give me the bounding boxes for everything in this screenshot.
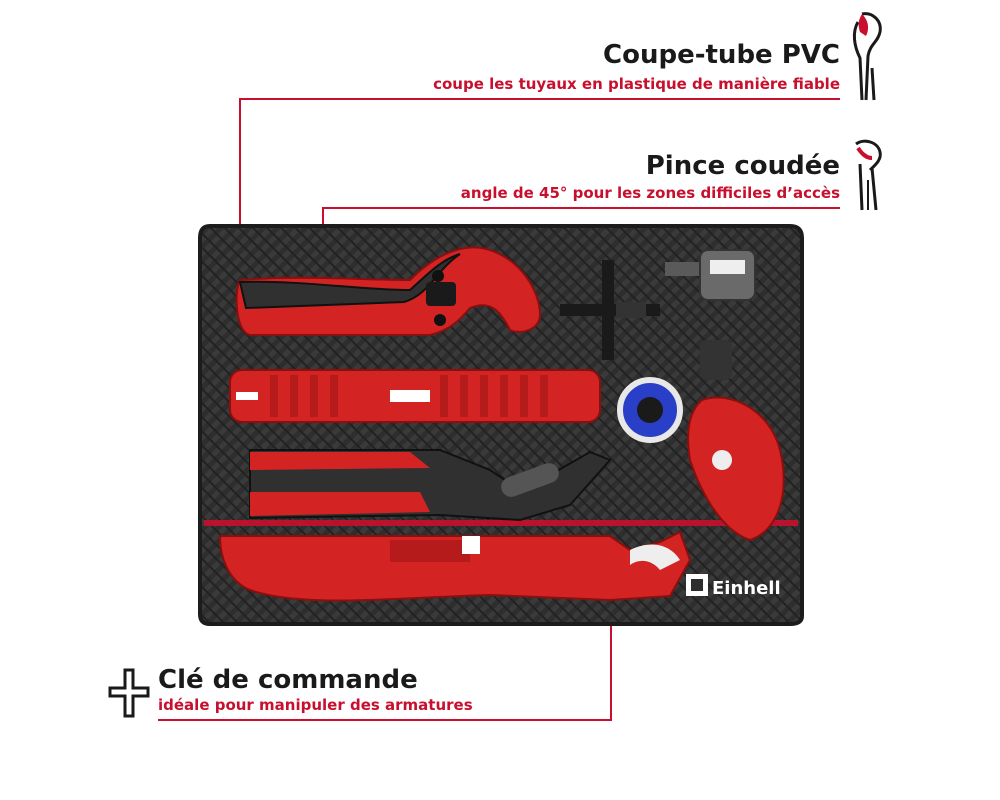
- brand-logo: [686, 574, 708, 596]
- callout-1-underline: [240, 98, 840, 100]
- callout-2-underline: [323, 207, 840, 209]
- cross-wrench-tool: [560, 260, 660, 360]
- pvc-cutter-tool: [235, 246, 542, 336]
- adapter-tool: [665, 249, 756, 301]
- callout-1-subtitle: coupe les tuyaux en plastique de manière…: [433, 75, 840, 93]
- tube-cutter-tool: [687, 340, 785, 542]
- angled-pliers-tool: [249, 449, 612, 522]
- callout-3-title: Clé de commande: [158, 665, 418, 695]
- ptfe-tape: [617, 377, 683, 443]
- basin-wrench-tool: [229, 369, 601, 423]
- callout-2-subtitle: angle de 45° pour les zones difficiles d…: [460, 184, 840, 202]
- tool-case: [198, 224, 804, 626]
- callout-2-title: Pince coudée: [645, 151, 840, 181]
- callout-3-subtitle: idéale pour manipuler des armatures: [158, 696, 473, 714]
- callout-3-underline: [158, 719, 611, 721]
- callout-1-title: Coupe-tube PVC: [603, 40, 840, 70]
- pvc-cutter-icon: [852, 12, 882, 101]
- callout-1-leader: [239, 98, 241, 288]
- brand-logo-text: Einhell: [712, 578, 781, 599]
- cross-wrench-icon: [108, 668, 150, 718]
- angled-pliers-icon: [855, 139, 882, 211]
- pipe-wrench-tool: [218, 530, 692, 602]
